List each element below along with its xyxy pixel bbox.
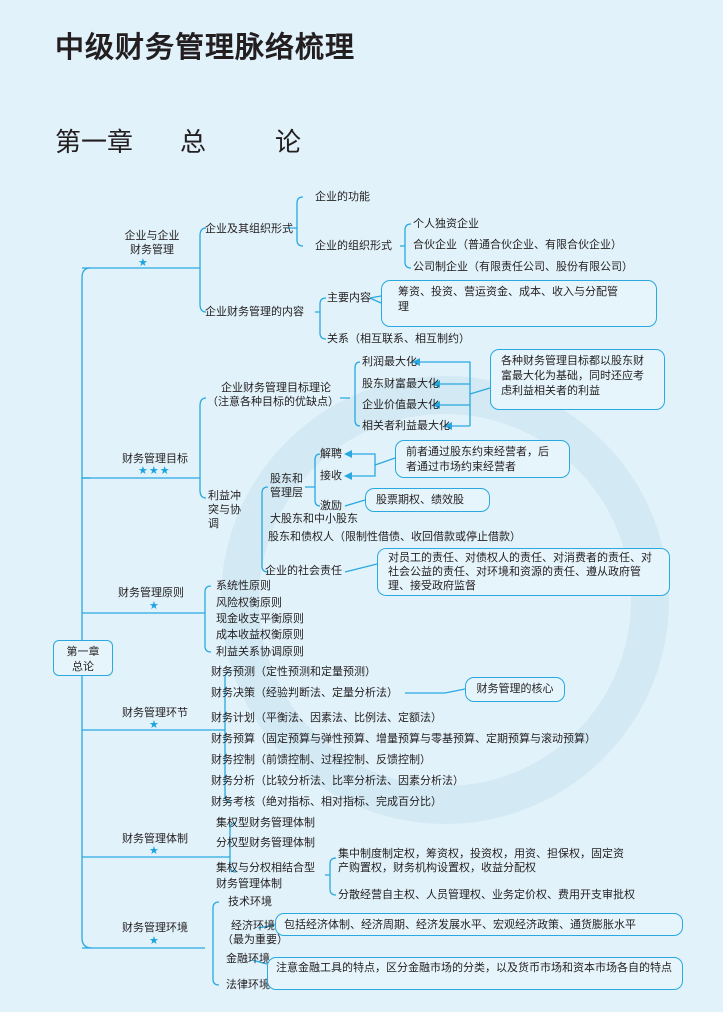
star-icon: ★ <box>149 599 160 612</box>
node-goal-theory-note: （注意各种目标的优缺点） <box>207 395 339 408</box>
list-item: 财务决策（经验判断法、定量分析法） <box>211 686 398 699</box>
list-item: 相关者利益最大化 <box>362 419 450 432</box>
watermark-ring <box>221 376 669 824</box>
star-icon: ★ <box>149 934 160 947</box>
s4-label: 财务管理环节 <box>122 706 188 719</box>
list-item: 金融环境 <box>226 952 270 965</box>
list-item: 技术环境 <box>228 895 272 908</box>
list-item: 经济环境 <box>231 919 275 932</box>
list-item: 激励 <box>320 499 342 512</box>
list-item: 财务计划（平衡法、因素法、比例法、定额法） <box>211 711 442 724</box>
list-item: 成本收益权衡原则 <box>216 628 304 641</box>
node-centralized-rights: 集中制度制定权，筹资权，投资权，用资、担保权，固定资产购置权，财务机构设置权，收… <box>338 847 624 874</box>
s6-label: 财务管理环境 <box>122 921 188 934</box>
node-relation: 关系（相互联系、相互制约） <box>327 332 470 345</box>
root-node: 第一章 总论 <box>53 640 113 676</box>
chapter-word-2: 论 <box>275 128 302 158</box>
chapter-number: 第一章 <box>55 128 134 158</box>
list-item: 企业价值最大化 <box>362 398 439 411</box>
s2-label: 财务管理目标 <box>122 452 188 465</box>
list-item: 集权与分权相结合型财务管理体制 <box>216 861 315 890</box>
note-box: 前者通过股东约束经营者，后者通过市场约束经营者 <box>395 440 570 478</box>
list-item: 利益关系协调原则 <box>216 645 304 658</box>
list-item: 利润最大化 <box>362 355 417 368</box>
star-icon: ★★★ <box>138 464 171 477</box>
node-conflict: 利益冲突与协调 <box>208 489 241 530</box>
list-item: 分权型财务管理体制 <box>216 836 315 849</box>
root-label: 第一章 总论 <box>66 645 100 673</box>
page-title: 中级财务管理脉络梳理 <box>55 30 356 64</box>
list-item: 个人独资企业 <box>413 217 479 230</box>
node-decentralized-rights: 分散经营自主权、人员管理权、业务定价权、费用开支审批权 <box>338 888 635 901</box>
star-icon: ★ <box>149 718 160 731</box>
node-main-content: 主要内容 <box>327 291 371 304</box>
star-icon: ★ <box>149 844 160 857</box>
note-box: 对员工的责任、对债权人的责任、对消费者的责任、对社会公益的责任、对环境和资源的责… <box>377 548 670 596</box>
note-box: 各种财务管理目标都以股东财富最大化为基础，同时还应考虑利益相关者的利益 <box>490 349 665 410</box>
s1-label: 企业与企业财务管理 <box>124 229 180 256</box>
list-item: 财务预测（定性预测和定量预测） <box>211 665 376 678</box>
list-item: 现金收支平衡原则 <box>216 612 304 625</box>
list-item: 系统性原则 <box>216 579 271 592</box>
list-item: 集权型财务管理体制 <box>216 816 315 829</box>
list-item: 法律环境 <box>226 978 270 991</box>
list-item: 接收 <box>320 469 342 482</box>
list-item: 合伙企业（普通合伙企业、有限合伙企业） <box>413 238 622 251</box>
list-item: 解聘 <box>320 447 342 460</box>
node-shareholder-manager: 股东和管理层 <box>270 472 303 499</box>
list-item: 财务控制（前馈控制、过程控制、反馈控制） <box>211 753 431 766</box>
node-fm-content: 企业财务管理的内容 <box>205 305 304 318</box>
list-item: 股东财富最大化 <box>362 377 439 390</box>
list-item: 公司制企业（有限责任公司、股份有限公司） <box>413 260 633 273</box>
node-major-minor: 大股东和中小股东 <box>270 512 358 525</box>
s3-label: 财务管理原则 <box>118 586 184 599</box>
list-item: 财务预算（固定预算与弹性预算、增量预算与零基预算、定期预算与滚动预算） <box>211 732 596 745</box>
list-item: 财务分析（比较分析法、比率分析法、因素分析法） <box>211 774 464 787</box>
note-box: 股票期权、绩效股 <box>365 488 490 512</box>
note-box: 财务管理的核心 <box>465 677 565 702</box>
node-enterprise-function: 企业的功能 <box>315 190 370 203</box>
node-org-forms: 企业及其组织形式 <box>205 222 293 235</box>
list-item: 风险权衡原则 <box>216 596 282 609</box>
node-shareholder-creditor: 股东和债权人（限制性借债、收回借款或停止借款） <box>268 530 521 543</box>
note-box: 筹资、投资、营运资金、成本、收入与分配管理 <box>381 280 657 327</box>
node-social-resp: 企业的社会责任 <box>265 564 342 577</box>
node-org-type: 企业的组织形式 <box>315 239 392 252</box>
star-icon: ★ <box>138 256 149 269</box>
note-box: 注意金融工具的特点，区分金融市场的分类，以及货币市场和资本市场各自的特点 <box>267 957 683 990</box>
chapter-word-1: 总 <box>180 128 207 158</box>
node-goal-theory: 企业财务管理目标理论 <box>221 381 331 394</box>
note-box: 包括经济体制、经济周期、经济发展水平、宏观经济政策、通货膨胀水平 <box>275 913 683 936</box>
list-item-note: （最为重要） <box>222 933 288 946</box>
list-item: 财务考核（绝对指标、相对指标、完成百分比） <box>211 795 442 808</box>
s5-label: 财务管理体制 <box>122 832 188 845</box>
